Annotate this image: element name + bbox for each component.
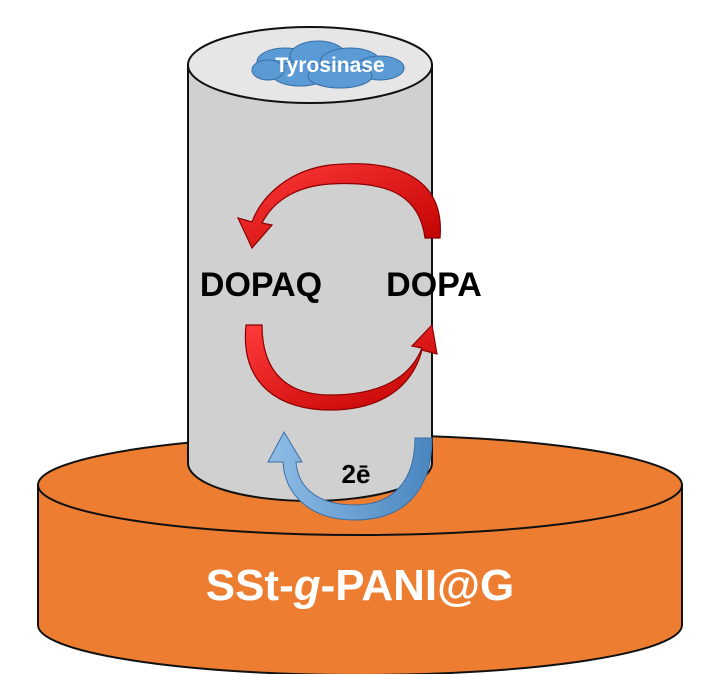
enzyme-label: Tyrosinase bbox=[275, 54, 384, 77]
curved-arrow-icon bbox=[244, 323, 438, 411]
curved-arrow-icon bbox=[236, 163, 441, 250]
dopa-label: DOPA bbox=[386, 266, 482, 304]
base-side bbox=[37, 484, 683, 674]
cloud-icon bbox=[251, 40, 405, 89]
electron-label: 2ē bbox=[342, 459, 371, 489]
electrode-label: SSt-g-PANI@G bbox=[206, 561, 515, 610]
enzyme-cylinder bbox=[187, 26, 433, 502]
u-arrow-icon bbox=[267, 430, 433, 521]
dopaq-label: DOPAQ bbox=[200, 266, 322, 304]
